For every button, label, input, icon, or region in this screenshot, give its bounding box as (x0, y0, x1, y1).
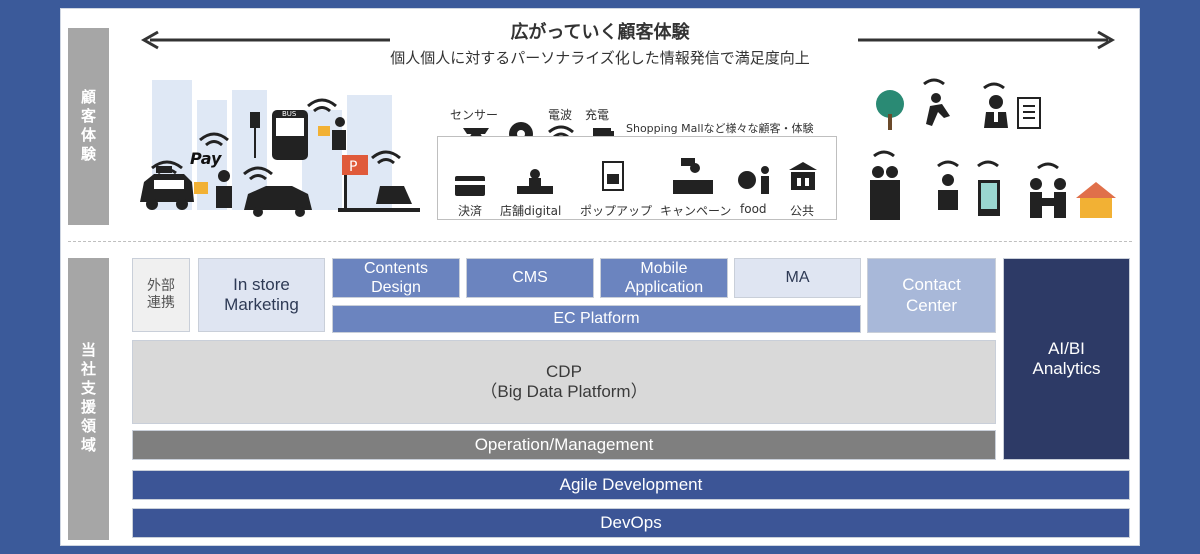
diagram-subtitle: 個人個人に対するパーソナライズ化した情報発信で満足度向上 (390, 49, 810, 67)
people-illustration (870, 78, 1116, 220)
mall-item-popup: ポップアップ (580, 204, 653, 218)
diagram-title: 広がっていく顧客体験 (510, 22, 690, 43)
city-illustration: Pay BUS P (140, 80, 420, 217)
public-building-icon (789, 162, 817, 190)
shop-staff-icon (517, 169, 553, 194)
doctor-icon (984, 95, 1008, 128)
block-external-integration: 外部 連携 (132, 258, 190, 332)
handshake-icon (1030, 178, 1066, 218)
block-cdp: CDP （Big Data Platform） (132, 340, 996, 424)
block-contact-center: Contact Center (867, 258, 996, 333)
signage-icon (978, 180, 1000, 216)
side-label-bottom-text: 当社支援領域 (79, 342, 97, 456)
right-arrow-icon (858, 30, 1116, 50)
popup-board-icon (602, 161, 624, 191)
mall-caption: Shopping Mallなど様々な顧客・体験 (626, 122, 814, 135)
side-label-top-text: 顧客体験 (79, 88, 97, 165)
svg-text:BUS: BUS (282, 110, 297, 118)
health-record-icon (1017, 97, 1041, 129)
block-devops: DevOps (132, 508, 1130, 538)
block-agile-development: Agile Development (132, 470, 1130, 500)
payment-card-icon (455, 176, 485, 196)
left-arrow-icon (140, 30, 390, 50)
block-mobile-application: Mobile Application (600, 258, 728, 298)
mall-item-public: 公共 (790, 204, 815, 218)
svg-text:Pay: Pay (190, 149, 222, 168)
campaign-icon (673, 158, 713, 194)
mall-item-store-digital: 店舗digital (500, 204, 562, 218)
food-icon (738, 166, 769, 194)
svg-text:P: P (349, 159, 357, 175)
block-cms: CMS (466, 258, 594, 298)
block-contents-design: Contents Design (332, 258, 460, 298)
bus-icon: BUS (272, 110, 308, 160)
home-icon (1076, 182, 1116, 218)
mall-icons (455, 158, 817, 196)
mall-item-campaign: キャンペーン (660, 204, 732, 218)
tree-icon (876, 90, 904, 130)
mall-item-payment: 決済 (458, 204, 483, 218)
radio-label: 電波 (548, 108, 573, 122)
runner-icon (926, 93, 950, 126)
seated-person-icon (938, 174, 958, 210)
block-ma: MA (734, 258, 861, 298)
block-in-store-marketing: In store Marketing (198, 258, 325, 332)
charge-label: 充電 (585, 108, 610, 122)
block-operation-management: Operation/Management (132, 430, 996, 460)
sensor-label: センサー (450, 108, 499, 122)
block-ai-bi-analytics: AI/BI Analytics (1003, 258, 1130, 460)
side-label-support-area: 当社支援領域 (68, 258, 109, 540)
side-label-customer-experience: 顧客体験 (68, 28, 109, 225)
section-divider (68, 241, 1132, 242)
block-ec-platform: EC Platform (332, 305, 861, 333)
mall-experience-box (437, 136, 837, 220)
mall-item-food: food (740, 202, 767, 216)
couple-icon (870, 166, 900, 220)
